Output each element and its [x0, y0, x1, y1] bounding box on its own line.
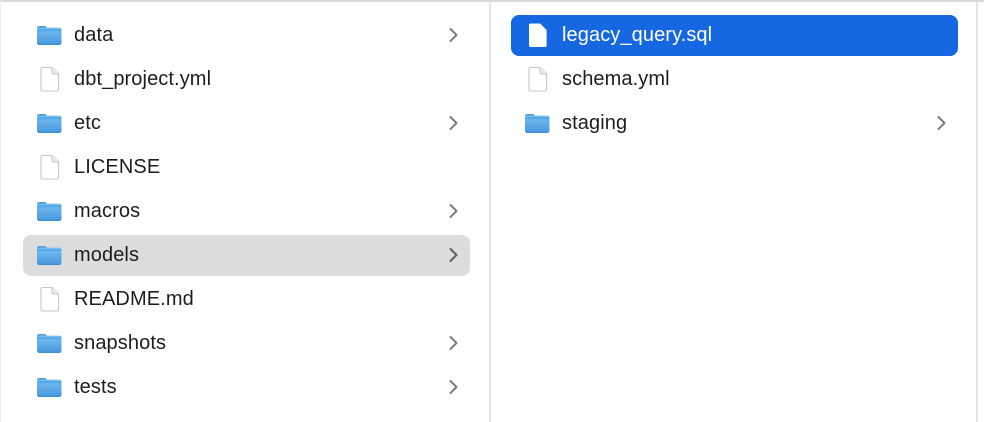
file-name: LICENSE	[74, 155, 161, 178]
next-column-spacer	[978, 2, 984, 422]
file-name: snapshots	[74, 331, 167, 354]
file-row[interactable]: legacy_query.sql	[491, 13, 976, 57]
document-icon	[35, 66, 63, 93]
file-row[interactable]: schema.yml	[491, 57, 976, 101]
chevron-right-icon	[447, 244, 460, 266]
file-name: dbt_project.yml	[74, 67, 212, 90]
file-row[interactable]: etc	[1, 101, 489, 145]
file-row-highlight[interactable]: LICENSE	[23, 147, 470, 188]
chevron-right-icon	[447, 112, 460, 134]
file-row-highlight[interactable]: schema.yml	[511, 59, 958, 100]
file-name: tests	[74, 375, 117, 398]
document-icon	[523, 66, 551, 93]
file-name: schema.yml	[562, 67, 670, 90]
file-name: legacy_query.sql	[562, 23, 713, 46]
file-row-highlight[interactable]: README.md	[23, 279, 470, 320]
folder-icon	[35, 110, 63, 137]
chevron-right-icon	[447, 24, 460, 46]
file-row[interactable]: dbt_project.yml	[1, 57, 489, 101]
file-row-highlight[interactable]: macros	[23, 191, 470, 232]
file-name: macros	[74, 199, 141, 222]
file-row[interactable]: snapshots	[1, 321, 489, 365]
folder-icon	[523, 110, 551, 137]
folder-icon	[35, 198, 63, 225]
file-row-highlight[interactable]: tests	[23, 367, 470, 408]
file-row[interactable]: tests	[1, 365, 489, 409]
file-row[interactable]: README.md	[1, 277, 489, 321]
file-name: data	[74, 23, 114, 46]
file-name: staging	[562, 111, 628, 134]
file-row-highlight[interactable]: staging	[511, 103, 958, 144]
file-row[interactable]: staging	[491, 101, 976, 145]
chevron-right-icon	[447, 332, 460, 354]
chevron-right-icon	[447, 376, 460, 398]
file-row[interactable]: macros	[1, 189, 489, 233]
document-icon	[35, 286, 63, 313]
folder-icon	[35, 374, 63, 401]
folder-icon	[35, 242, 63, 269]
folder-icon	[35, 22, 63, 49]
file-row-highlight[interactable]: models	[23, 234, 470, 276]
file-name: etc	[74, 111, 101, 134]
file-row-highlight[interactable]: snapshots	[23, 323, 470, 364]
folder-icon	[35, 330, 63, 357]
document-icon	[523, 22, 551, 49]
file-row[interactable]: LICENSE	[1, 145, 489, 189]
finder-column-parent: data	[1, 2, 491, 422]
file-row-highlight[interactable]: etc	[23, 103, 470, 144]
file-name: README.md	[74, 287, 194, 310]
file-row[interactable]: models	[1, 233, 489, 277]
finder-column-current: legacy_query.sql	[491, 2, 978, 422]
file-row[interactable]: data	[1, 13, 489, 57]
file-row-highlight[interactable]: legacy_query.sql	[511, 14, 958, 56]
document-icon	[35, 154, 63, 181]
file-name: models	[74, 243, 140, 266]
file-row-highlight[interactable]: data	[23, 15, 470, 56]
file-row-highlight[interactable]: dbt_project.yml	[23, 59, 470, 100]
chevron-right-icon	[935, 112, 948, 134]
chevron-right-icon	[447, 200, 460, 222]
